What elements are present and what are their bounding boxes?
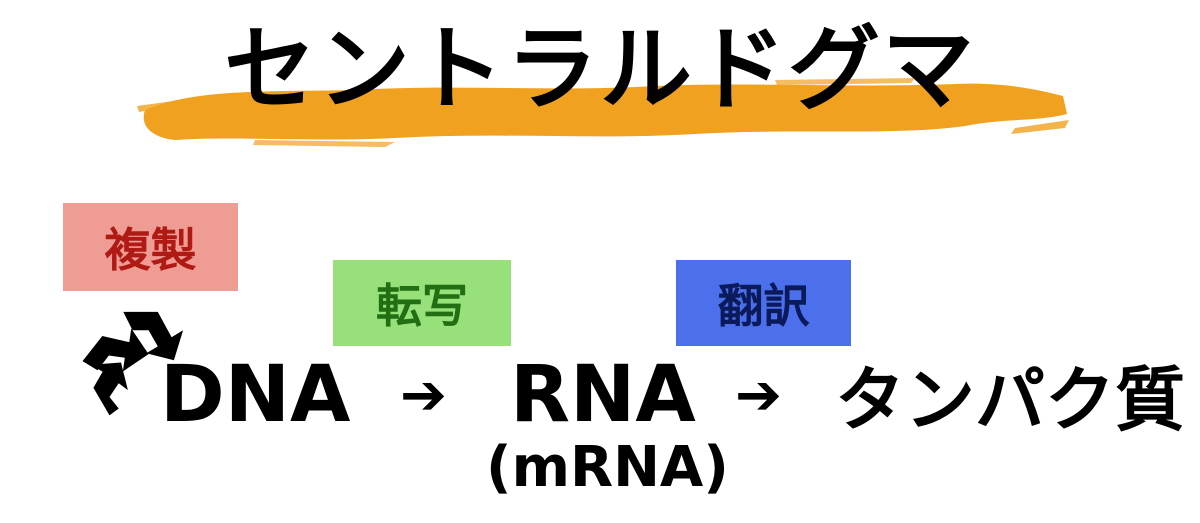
mrna-subtitle: (mRNA) bbox=[486, 435, 729, 500]
replication-label: 複製 bbox=[63, 203, 238, 291]
page-title: セントラルドグマ bbox=[223, 16, 976, 123]
protein-term: タンパク質 bbox=[835, 359, 1185, 441]
recycle-icon bbox=[82, 311, 184, 416]
translation-label-text: 翻訳 bbox=[717, 279, 810, 333]
rna-term: RNA bbox=[510, 350, 696, 440]
dna-term: DNA bbox=[160, 350, 351, 440]
translation-label: 翻訳 bbox=[676, 260, 851, 346]
arrow-right-icon: ➔ bbox=[400, 363, 447, 428]
title-highlight-stroke bbox=[137, 78, 1069, 147]
transcription-label: 転写 bbox=[333, 260, 511, 346]
transcription-label-text: 転写 bbox=[376, 279, 468, 333]
replication-label-text: 複製 bbox=[104, 223, 197, 277]
arrow-right-icon: ➔ bbox=[735, 363, 782, 428]
